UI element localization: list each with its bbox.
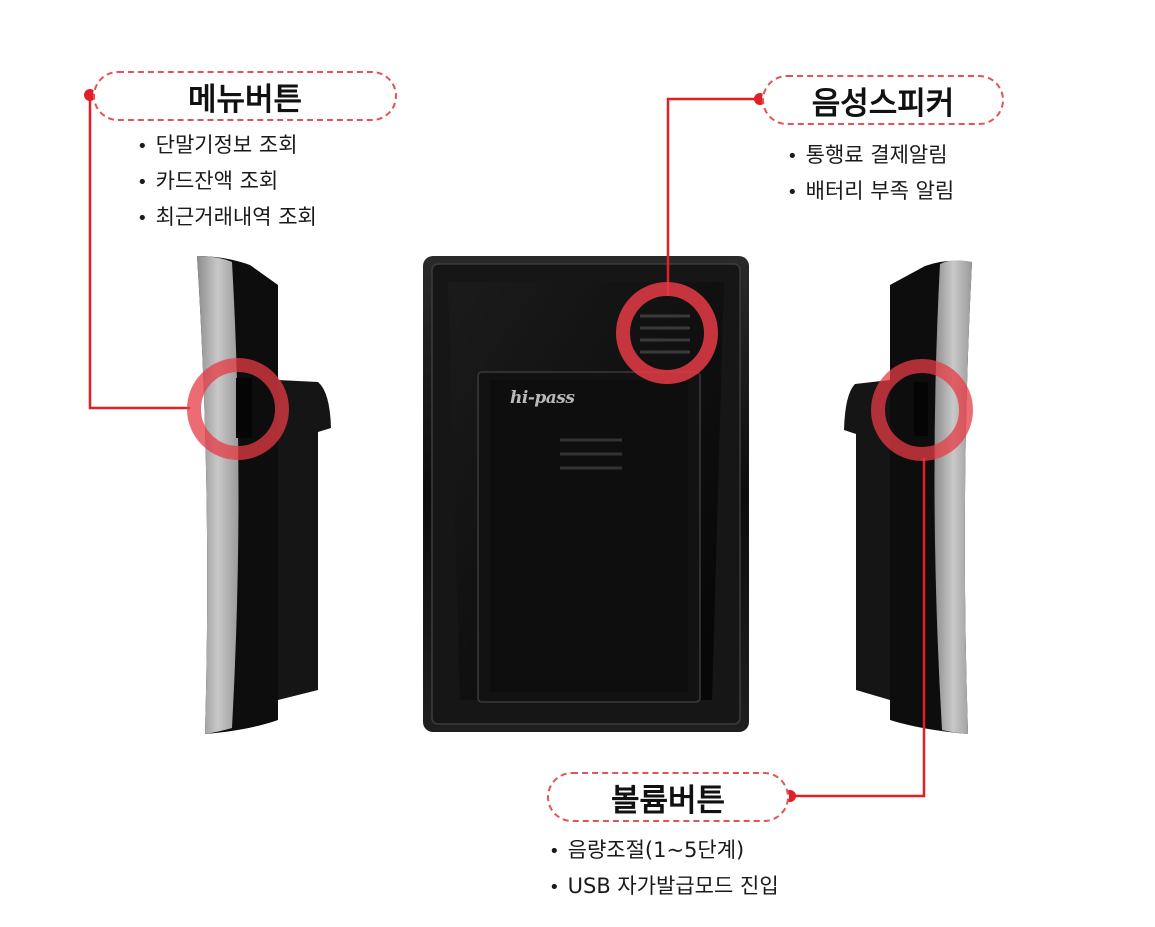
device-front xyxy=(423,256,749,732)
speaker-label: 음성스피커 xyxy=(762,75,1004,125)
list-item: USB 자가발급모드 진입 xyxy=(549,869,779,905)
card-slot-vents xyxy=(560,438,622,470)
list-item: 단말기정보 조회 xyxy=(137,128,317,164)
volume-button xyxy=(914,382,928,436)
list-item: 카드잔액 조회 xyxy=(137,164,317,200)
menu-button-label: 메뉴버튼 xyxy=(93,71,397,121)
device-left-side xyxy=(197,256,331,734)
list-item: 음량조절(1~5단계) xyxy=(549,833,779,869)
volume-button-label: 볼륨버튼 xyxy=(547,772,789,822)
leader-lines xyxy=(88,95,926,798)
speaker-highlight-ring xyxy=(616,282,718,384)
menu-button xyxy=(236,378,252,438)
menu-button-title: 메뉴버튼 xyxy=(187,81,303,118)
menu-button-features: 단말기정보 조회 카드잔액 조회 최근거래내역 조회 xyxy=(137,128,317,236)
list-item: 최근거래내역 조회 xyxy=(137,200,317,236)
speaker-features: 통행료 결제알림 배터리 부족 알림 xyxy=(787,138,955,210)
hipass-logo: hi-pass xyxy=(510,388,575,408)
device-right-side xyxy=(844,260,972,734)
speaker-grille xyxy=(640,314,690,354)
list-item: 배터리 부족 알림 xyxy=(787,174,955,210)
volume-button-title: 볼륨버튼 xyxy=(610,782,726,819)
list-item: 통행료 결제알림 xyxy=(787,138,954,174)
menu-highlight-ring xyxy=(187,358,289,460)
volume-highlight-ring xyxy=(871,359,973,461)
speaker-title: 음성스피커 xyxy=(811,85,955,122)
volume-button-features: 음량조절(1~5단계) USB 자가발급모드 진입 xyxy=(549,833,779,905)
